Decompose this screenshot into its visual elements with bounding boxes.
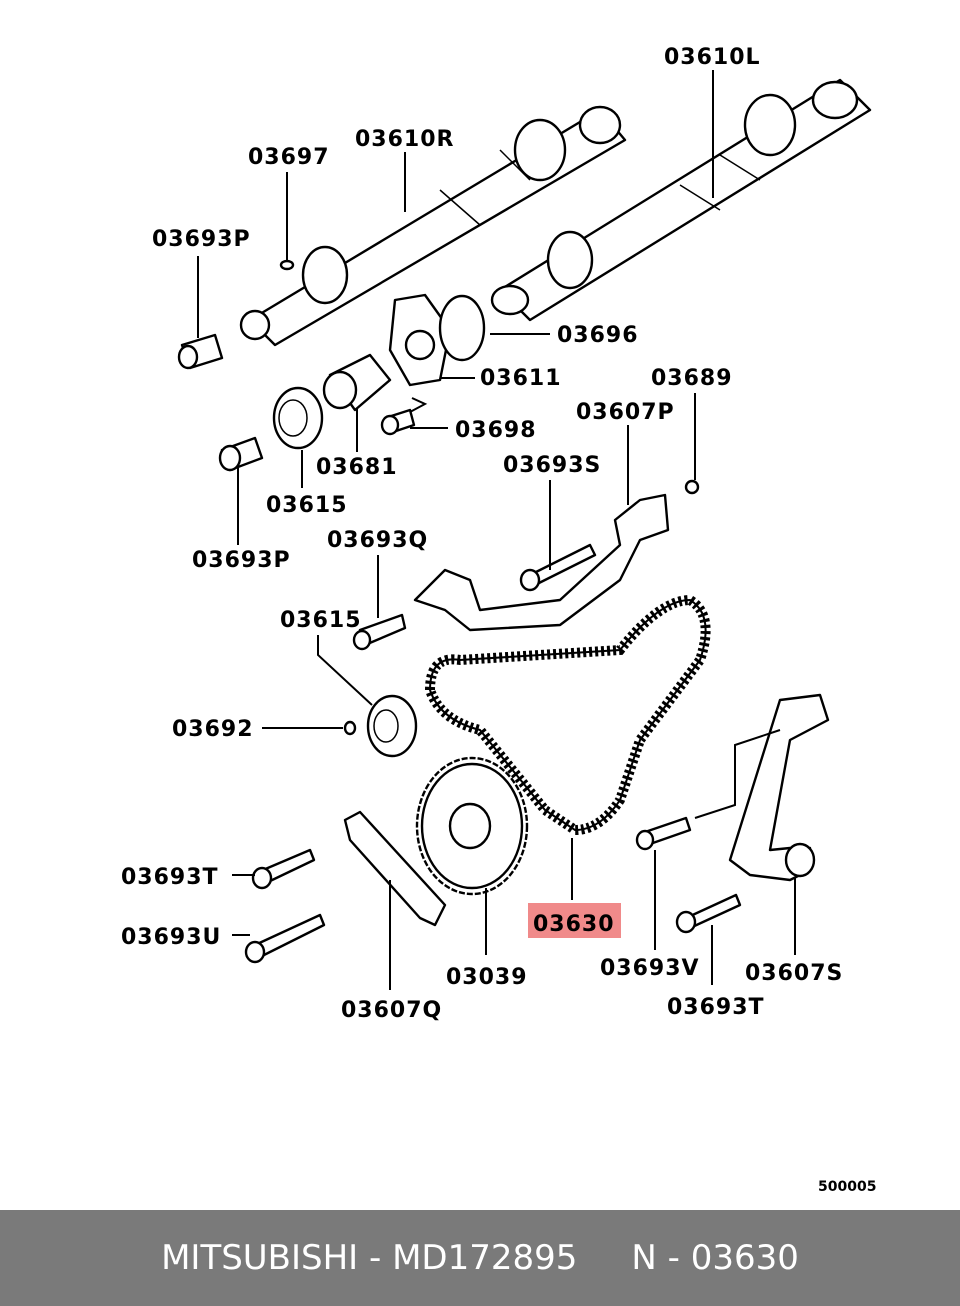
label-03693S: 03693S bbox=[503, 453, 601, 478]
bolt-03698 bbox=[380, 408, 416, 436]
camshaft-right bbox=[239, 105, 627, 347]
label-03615-top: 03615 bbox=[266, 493, 348, 518]
tensioner-arm-03607q bbox=[343, 810, 447, 927]
label-03610R: 03610R bbox=[355, 127, 454, 152]
bolt-03693u bbox=[244, 913, 326, 964]
bolt-03693v bbox=[635, 816, 692, 851]
bolt-03693p-top bbox=[177, 333, 224, 370]
label-03681: 03681 bbox=[316, 455, 398, 480]
timing-chain-03630 bbox=[424, 594, 711, 836]
label-03607P: 03607P bbox=[576, 400, 675, 425]
label-03607S: 03607S bbox=[745, 961, 843, 986]
label-03630: 03630 bbox=[533, 912, 615, 937]
bushing-03681 bbox=[322, 353, 392, 412]
guide-03607p bbox=[413, 493, 670, 632]
label-03697: 03697 bbox=[248, 145, 330, 170]
tensioner-lever-03607s bbox=[728, 693, 830, 882]
label-03692: 03692 bbox=[172, 717, 254, 742]
parts-diagram: 03610L 03610R 03697 03693P 03696 03611 0… bbox=[121, 45, 876, 1195]
clip-03689 bbox=[684, 479, 700, 495]
label-03693T-right: 03693T bbox=[667, 995, 765, 1020]
label-03689: 03689 bbox=[651, 366, 733, 391]
housing-03611 bbox=[388, 293, 486, 387]
crank-sprocket-03039 bbox=[415, 756, 529, 896]
bolt-03693t-left bbox=[251, 848, 316, 890]
label-03039: 03039 bbox=[446, 965, 528, 990]
bolt-03693s bbox=[519, 543, 597, 592]
label-03696: 03696 bbox=[557, 323, 639, 348]
label-03611: 03611 bbox=[480, 366, 562, 391]
label-03693T-left: 03693T bbox=[121, 865, 219, 890]
footer-part-info: MITSUBISHI - MD172895 N - 03630 bbox=[161, 1238, 799, 1278]
label-03693U: 03693U bbox=[121, 925, 221, 950]
key-03697 bbox=[279, 259, 295, 271]
sprocket-03615-top bbox=[272, 386, 324, 450]
label-03610L: 03610L bbox=[664, 45, 761, 70]
label-03698: 03698 bbox=[455, 418, 537, 443]
part-labels: 03610L 03610R 03697 03693P 03696 03611 0… bbox=[121, 45, 843, 1023]
label-03693P-bottom: 03693P bbox=[192, 548, 291, 573]
leader-lines bbox=[197, 70, 796, 990]
bolt-03693q bbox=[352, 613, 407, 651]
sprocket-03615-mid bbox=[366, 694, 418, 758]
camshaft-left bbox=[490, 78, 872, 322]
label-03607Q: 03607Q bbox=[341, 998, 442, 1023]
highlight-box bbox=[528, 903, 621, 938]
label-03693Q: 03693Q bbox=[327, 528, 428, 553]
key-03692 bbox=[343, 720, 357, 736]
bolt-03693p-bottom bbox=[218, 436, 264, 472]
bolt-03693t-right bbox=[675, 893, 742, 934]
label-03693P-top: 03693P bbox=[152, 227, 251, 252]
label-03615-mid: 03615 bbox=[280, 608, 362, 633]
footer-bar: MITSUBISHI - MD172895 N - 03630 bbox=[0, 1210, 960, 1306]
label-03693V: 03693V bbox=[600, 956, 700, 981]
catalog-code: 500005 bbox=[818, 1179, 876, 1195]
